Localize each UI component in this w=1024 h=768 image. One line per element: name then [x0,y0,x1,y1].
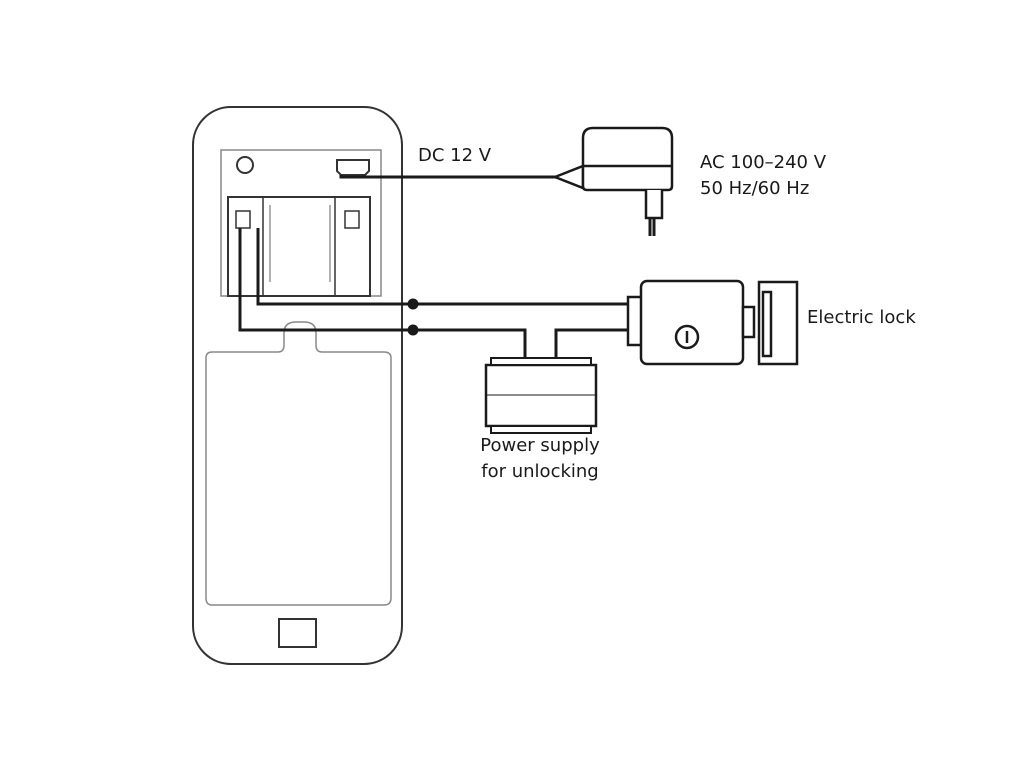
junction-dot [407,324,419,336]
terminal-right [344,210,360,229]
ac-input-label: AC 100–240 V 50 Hz/60 Hz [700,150,826,202]
wire-supply-lock [554,328,630,358]
door-station-body [192,106,403,665]
power-supply-text-line2: for unlocking [481,461,599,482]
wire-junctions [407,298,419,336]
wire-terminal-left [238,228,527,358]
name-plate [205,321,392,606]
unlock-power-supply [484,357,598,434]
power-supply-text-line1: Power supply [480,435,600,456]
door-station [192,106,403,665]
terminal-block [227,196,371,297]
ac-frequency-text: 50 Hz/60 Hz [700,178,810,199]
ac-voltage-text: AC 100–240 V [700,152,827,173]
electric-lock-label: Electric lock [807,307,916,328]
dc-cable [339,175,586,183]
mount-hole-icon [236,156,254,174]
terminal-left [235,210,251,229]
bell-button [278,618,317,648]
power-supply-label: Power supply for unlocking [470,433,610,485]
power-adapter-icon [551,126,674,236]
electric-lock-icon [626,279,799,366]
junction-dot [407,298,419,310]
power-socket-icon [336,159,370,176]
wiring [238,175,630,358]
wire-terminal-right [256,228,630,306]
terminal-compartment [220,149,382,297]
dc-voltage-label: DC 12 V [418,145,492,166]
